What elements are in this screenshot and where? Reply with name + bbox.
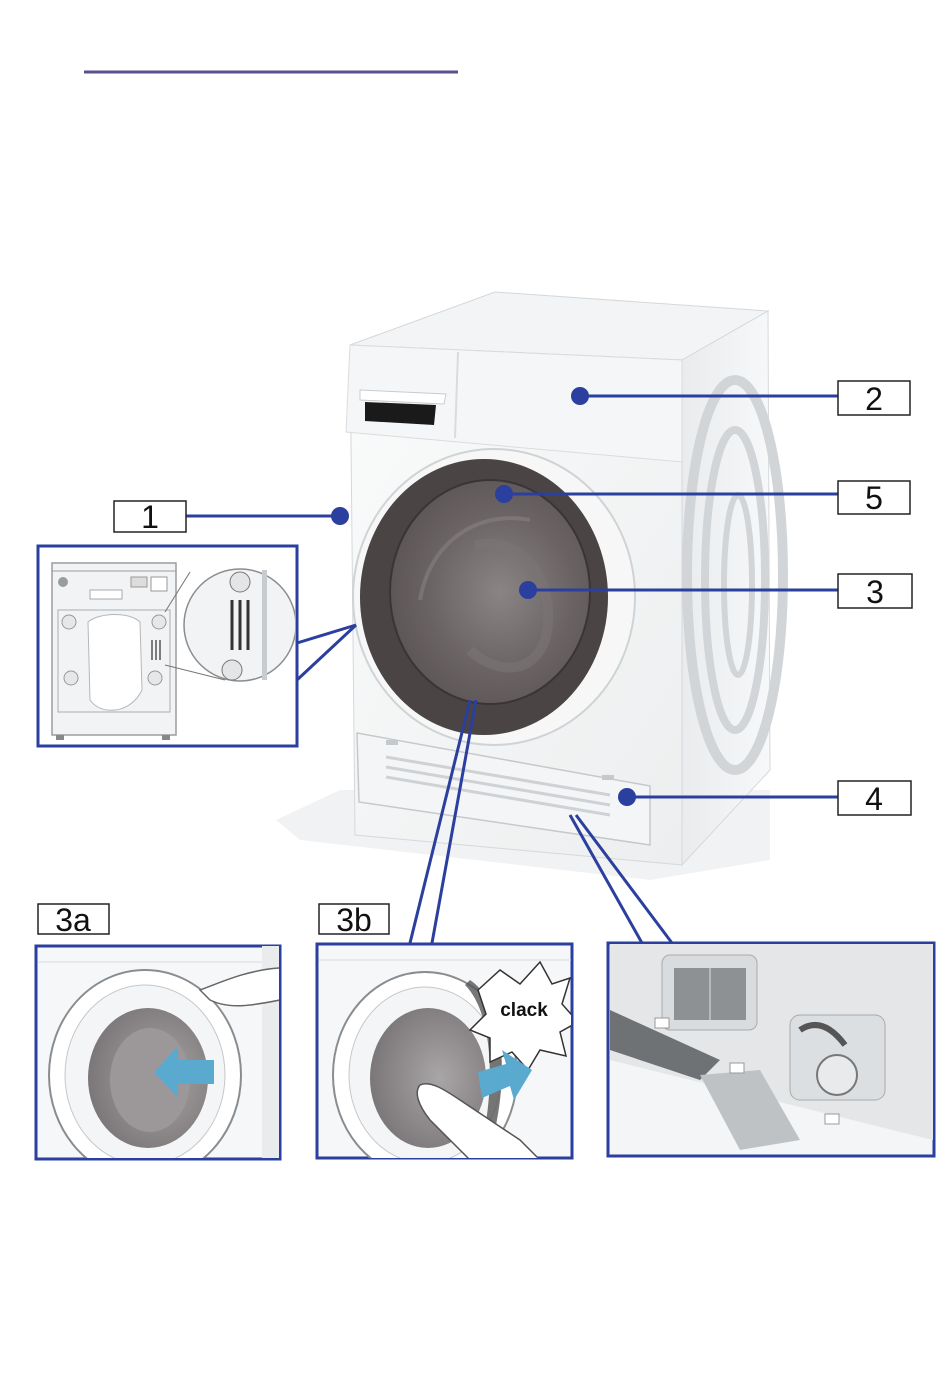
callout-box-2: 2: [838, 381, 910, 417]
callout-label-2: 2: [865, 381, 883, 417]
display-window: [365, 402, 436, 425]
callout-box-1: 1: [114, 499, 186, 535]
panel-3b-label-text: 3b: [336, 902, 372, 938]
panel-flap-detail: [608, 943, 934, 1156]
close-sound-text: clack: [500, 1000, 548, 1021]
callout-label-5: 5: [865, 480, 883, 516]
callout-label-4: 4: [865, 781, 883, 817]
callout-label-3: 3: [866, 574, 884, 610]
panel-3b-label: 3b: [319, 902, 389, 938]
panel-3b: clack: [317, 944, 578, 1178]
callout-box-5: 5: [838, 480, 910, 516]
panel-3a: [36, 946, 280, 1180]
callout-box-4: 4: [838, 781, 911, 817]
callout-label-1: 1: [141, 499, 159, 535]
rear-view-inset: [38, 546, 297, 746]
callout-box-3: 3: [838, 574, 912, 610]
panel-3a-label-text: 3a: [55, 902, 91, 938]
panel-3a-label: 3a: [38, 902, 109, 938]
